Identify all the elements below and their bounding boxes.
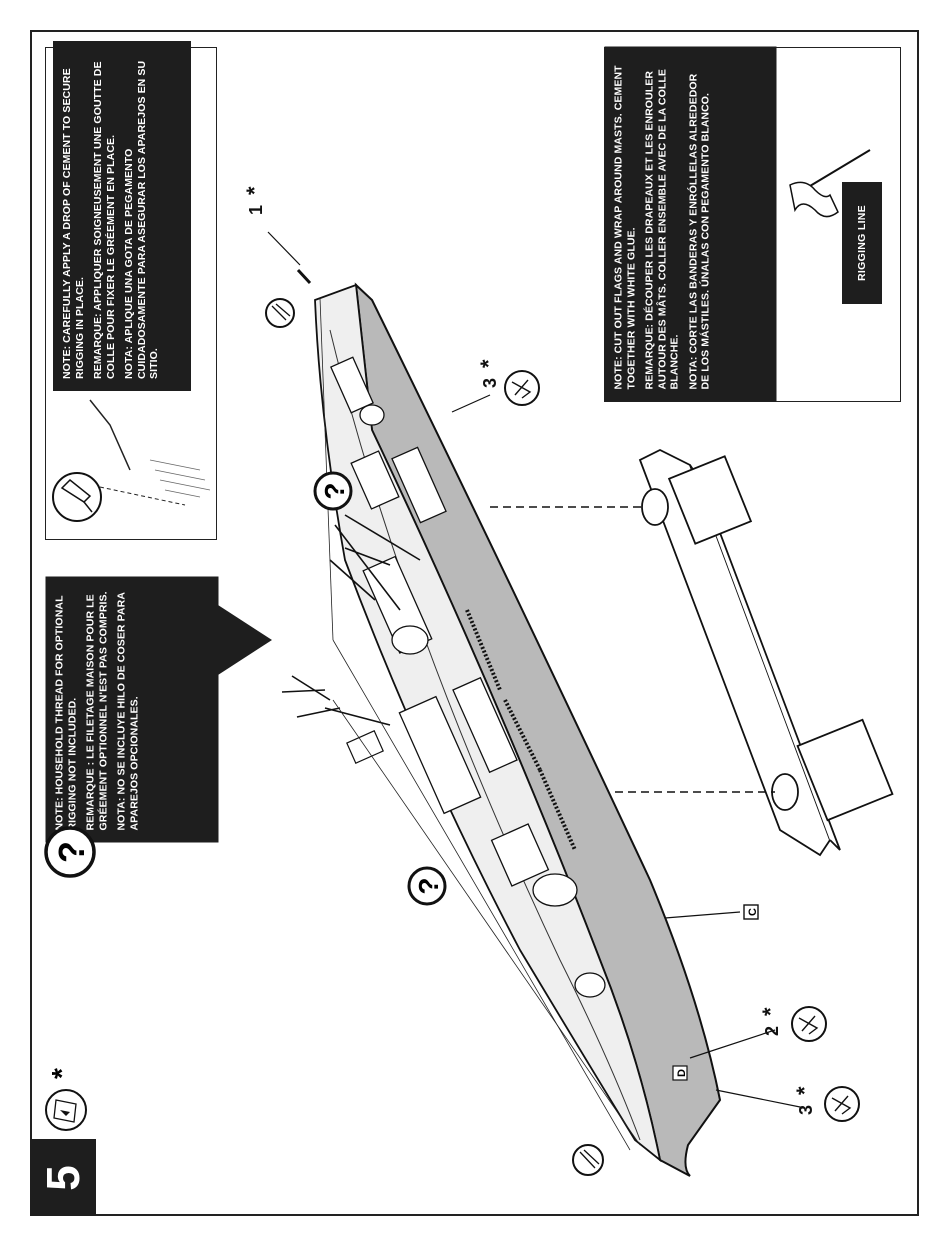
question-icon: ? ?: [313, 471, 447, 906]
part-letter-c: C: [747, 908, 759, 916]
superstructure: [330, 356, 606, 998]
callout-part-1: 1: [246, 205, 266, 215]
callout-part-3a: 3: [480, 378, 500, 388]
callout-part-2: 2: [762, 1026, 782, 1036]
svg-text:?: ?: [51, 841, 92, 863]
callout-part-3b: 3: [796, 1105, 816, 1115]
rigging-line-label: RIGGING LINE: [842, 182, 882, 304]
cement-tube-icon: [52, 472, 102, 522]
svg-text:*: *: [758, 1007, 783, 1016]
step-number-tab: 5: [30, 1139, 96, 1216]
svg-text:*: *: [476, 359, 501, 368]
page-frame: [30, 30, 919, 1216]
svg-text:*: *: [792, 1086, 817, 1095]
flag-icon: [789, 149, 871, 218]
decal-icon: [45, 1089, 87, 1131]
display-stand: [638, 448, 894, 857]
svg-text:?: ?: [319, 482, 350, 499]
rigging-threads: [319, 297, 641, 1151]
question-icon: ?: [44, 826, 96, 878]
svg-text:?: ?: [413, 877, 444, 894]
masts: [281, 514, 421, 726]
decal-star: *: [46, 1068, 77, 1079]
part-letter-d: D: [676, 1069, 688, 1077]
svg-text:*: *: [242, 186, 267, 195]
thread-note-pointer: [218, 605, 272, 675]
